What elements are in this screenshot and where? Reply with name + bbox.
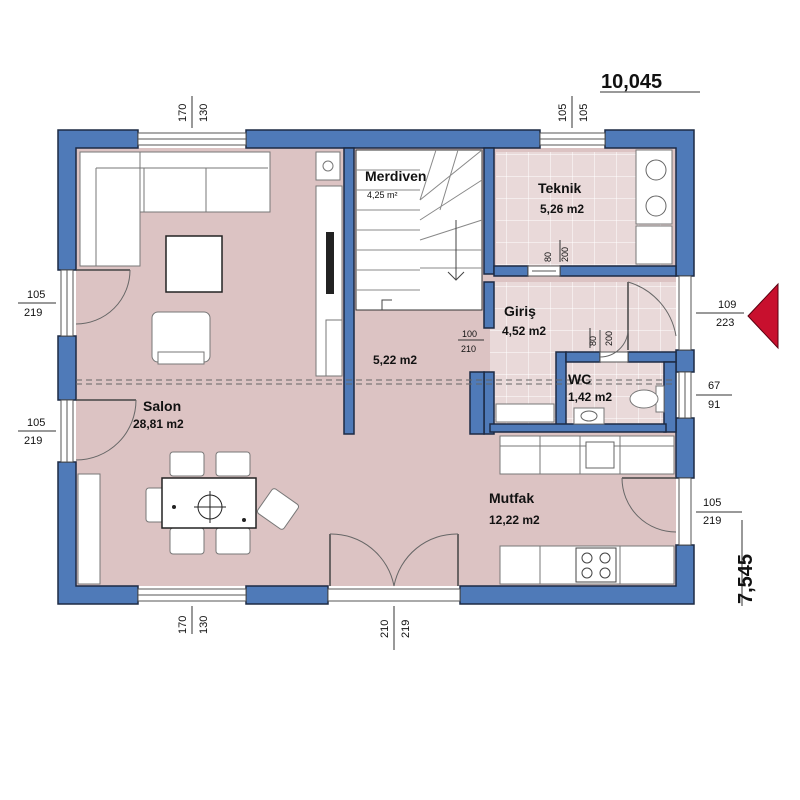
room-area-mutfak: 12,22 m2 xyxy=(489,513,540,527)
dim-entry-door-h: 223 xyxy=(716,317,734,329)
teknik-door xyxy=(527,265,561,277)
dimension-lines xyxy=(18,91,744,650)
dim-wc-window-w: 67 xyxy=(708,380,720,392)
dim-bottom-left-window-h: 130 xyxy=(198,616,210,634)
kitchen-door xyxy=(621,477,677,533)
salon-cabinet xyxy=(77,473,101,585)
dim-entry-door-w: 109 xyxy=(718,299,736,311)
dim-top-right-window-h: 105 xyxy=(578,104,590,122)
dining-set xyxy=(145,451,300,555)
armchair xyxy=(151,311,211,365)
dim-left-door-upper-h: 219 xyxy=(24,307,42,319)
toilet-icon xyxy=(629,385,665,413)
dim-left-door-lower-w: 105 xyxy=(27,417,45,429)
dim-bottom-door-w: 210 xyxy=(379,620,391,638)
kitchen-counter-top xyxy=(499,435,675,475)
dim-hall-opening-h: 210 xyxy=(461,344,476,354)
room-area-salon: 28,81 m2 xyxy=(133,417,184,431)
room-name-teknik: Teknik xyxy=(538,180,582,196)
dim-wc-window-h: 91 xyxy=(708,399,720,411)
dim-hall-opening-w: 100 xyxy=(462,329,477,339)
dim-bottom-door-h: 219 xyxy=(400,620,412,638)
dim-giris-door-w: 80 xyxy=(588,336,598,346)
dim-left-door-lower-h: 219 xyxy=(24,435,42,447)
washing-machine-icon xyxy=(635,149,673,225)
dim-top-left-window-h: 130 xyxy=(198,104,210,122)
dim-bottom-left-window-w: 170 xyxy=(177,616,189,634)
tv-unit xyxy=(315,151,343,377)
overall-height: 7,545 xyxy=(735,554,757,604)
room-area-merdiven: 4,25 m² xyxy=(367,190,398,200)
entry-door xyxy=(627,281,677,350)
teknik-cabinet xyxy=(635,225,673,265)
room-name-wc: WC xyxy=(568,371,591,387)
stove-icon xyxy=(575,547,617,583)
dim-teknik-door-w: 80 xyxy=(543,252,553,262)
room-area-giris: 4,52 m2 xyxy=(502,324,546,338)
dim-top-right-window-w: 105 xyxy=(557,104,569,122)
room-name-merdiven: Merdiven xyxy=(365,168,426,184)
entry-arrow-icon xyxy=(747,282,779,350)
room-name-giris: Giriş xyxy=(504,303,536,319)
room-area-wc: 1,42 m2 xyxy=(568,390,612,404)
dim-giris-door-h: 200 xyxy=(604,331,614,346)
dim-left-door-upper-w: 105 xyxy=(27,289,45,301)
overall-width: 10,045 xyxy=(601,71,662,93)
staircase xyxy=(355,149,483,311)
shoe-cabinet xyxy=(495,403,555,423)
salon-door-lower xyxy=(75,399,137,461)
room-name-mutfak: Mutfak xyxy=(489,490,534,506)
bottom-double-door xyxy=(329,533,459,587)
room-area-teknik: 5,26 m2 xyxy=(540,202,584,216)
dim-teknik-door-h: 200 xyxy=(560,247,570,262)
salon-door-upper xyxy=(75,269,131,325)
sink-icon xyxy=(573,407,605,425)
dim-top-left-window-w: 170 xyxy=(177,104,189,122)
window-mullions xyxy=(66,138,686,596)
wc-door xyxy=(599,329,629,363)
dim-kitchen-door-w: 105 xyxy=(703,497,721,509)
dim-kitchen-door-h: 219 xyxy=(703,515,721,527)
room-name-salon: Salon xyxy=(143,398,181,414)
sofa xyxy=(79,151,271,267)
room-area-hall: 5,22 m2 xyxy=(373,353,417,367)
coffee-table xyxy=(165,235,223,293)
